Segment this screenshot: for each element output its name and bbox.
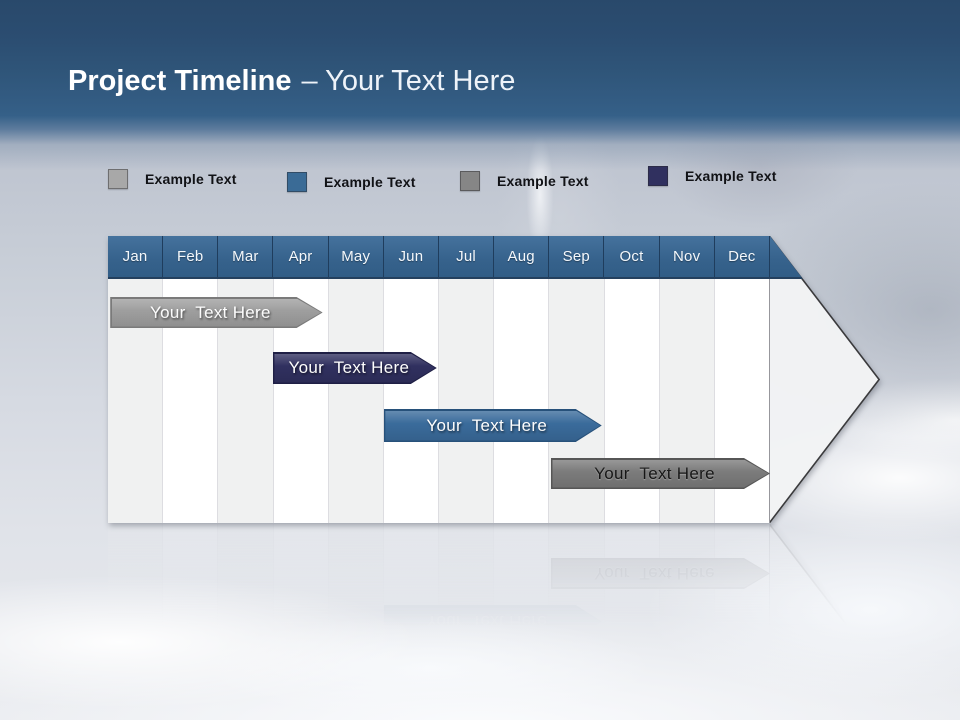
- grid-column: [383, 279, 440, 523]
- bar-label: Your Text Here: [288, 358, 410, 377]
- bar-label: Your Text Here: [426, 415, 548, 435]
- page-title[interactable]: Project Timeline – Your Text Here: [68, 62, 515, 100]
- slide-header-band: Project Timeline – Your Text Here: [0, 0, 960, 170]
- timeline-bar[interactable]: Your Text Here: [551, 458, 770, 489]
- legend-item[interactable]: Example Text: [460, 171, 589, 191]
- month-cell: Dec: [714, 236, 770, 277]
- legend-swatch: [460, 171, 480, 191]
- legend-item[interactable]: Example Text: [108, 169, 237, 189]
- grid-column: [328, 279, 384, 523]
- legend-label: Example Text: [685, 168, 777, 184]
- month-cell: Nov: [659, 236, 715, 277]
- legend-item[interactable]: Example Text: [648, 166, 777, 186]
- legend-swatch: [287, 172, 307, 192]
- bar-label: Your Text Here: [594, 463, 715, 483]
- month-cell: Jan: [108, 236, 164, 277]
- timeline-bar[interactable]: Your Text Here: [110, 297, 322, 328]
- month-cell: Aug: [494, 236, 550, 277]
- title-main-text: Project Timeline: [68, 65, 292, 97]
- legend-item[interactable]: Example Text: [287, 172, 416, 192]
- legend-swatch: [648, 166, 668, 186]
- title-placeholder-text: – Your Text Here: [301, 65, 516, 97]
- timeline-bar-fill: Your Text Here: [274, 354, 435, 383]
- bar-label: Your Text Here: [150, 302, 271, 322]
- legend-label: Example Text: [145, 171, 237, 187]
- timeline-bar-fill: Your Text Here: [552, 460, 768, 488]
- month-cell: Sep: [549, 236, 605, 277]
- timeline-bar-fill: Your Text Here: [385, 411, 600, 441]
- timeline-bar[interactable]: Your Text Here: [273, 352, 437, 384]
- legend-label: Example Text: [324, 174, 416, 190]
- month-cell: Jun: [383, 236, 439, 277]
- month-cell: Apr: [273, 236, 329, 277]
- legend-label: Example Text: [497, 173, 589, 189]
- timeline-bar[interactable]: Your Text Here: [384, 409, 602, 442]
- month-cell: Feb: [163, 236, 219, 277]
- grid-column: [494, 279, 550, 523]
- grid-column: [439, 279, 495, 523]
- timeline-bar-fill: Your Text Here: [112, 299, 321, 327]
- legend-swatch: [108, 169, 128, 189]
- month-cell: Oct: [604, 236, 660, 277]
- month-cell: May: [328, 236, 384, 277]
- month-cell: Mar: [218, 236, 274, 277]
- month-cell: Jul: [438, 236, 495, 277]
